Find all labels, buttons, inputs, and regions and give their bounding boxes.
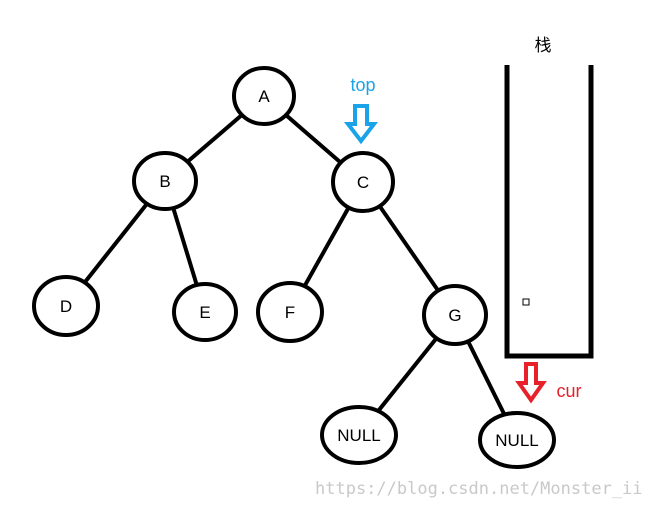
node-circle: [331, 151, 395, 213]
node-circle: [478, 411, 556, 469]
node-circle: [132, 151, 198, 211]
stack-title: 栈: [535, 36, 552, 56]
edge-G-N1: [376, 337, 438, 413]
node-label: NULL: [495, 431, 538, 450]
top-pointer: top: [343, 75, 379, 145]
node-circle: [256, 281, 324, 343]
edge-B-D: [83, 203, 148, 283]
tree-node-N2: NULL: [478, 411, 556, 469]
node-circle: [232, 66, 296, 126]
node-label: A: [258, 87, 270, 106]
node-label: E: [199, 303, 210, 322]
edge-G-N2: [466, 341, 506, 415]
node-label: C: [357, 173, 369, 192]
tree-node-B: B: [132, 151, 198, 211]
tree-node-F: F: [256, 281, 324, 343]
node-circle: [422, 284, 488, 346]
edge-C-F: [303, 208, 350, 286]
tree-node-G: G: [422, 284, 488, 346]
node-label: G: [448, 306, 461, 325]
node-label: NULL: [337, 426, 380, 445]
edge-A-B: [186, 114, 243, 163]
tree-edges: [83, 114, 506, 415]
edge-A-C: [285, 114, 341, 164]
edge-C-G: [378, 206, 440, 291]
stack-container: [504, 65, 594, 359]
tree-node-C: C: [331, 151, 395, 213]
node-label: B: [159, 172, 170, 191]
tree-node-D: D: [32, 275, 100, 337]
node-circle: [32, 275, 100, 337]
down-arrow-icon: [515, 362, 547, 404]
edge-B-E: [171, 209, 199, 284]
watermark: https://blog.csdn.net/Monster_ii: [315, 479, 643, 499]
cur-pointer: cur: [515, 362, 582, 404]
stack-marker: [522, 298, 530, 306]
stack: 栈: [504, 36, 594, 359]
tree-node-E: E: [172, 282, 238, 342]
tree-node-N1: NULL: [320, 405, 398, 465]
node-circle: [320, 405, 398, 465]
cur-label: cur: [556, 381, 581, 401]
node-circle: [172, 282, 238, 342]
top-label: top: [350, 75, 375, 95]
node-label: F: [285, 303, 295, 322]
tree-nodes: A B C D E F G NULL NULL: [32, 66, 556, 469]
node-label: D: [60, 297, 72, 316]
down-arrow-icon: [343, 104, 379, 145]
tree-node-A: A: [232, 66, 296, 126]
